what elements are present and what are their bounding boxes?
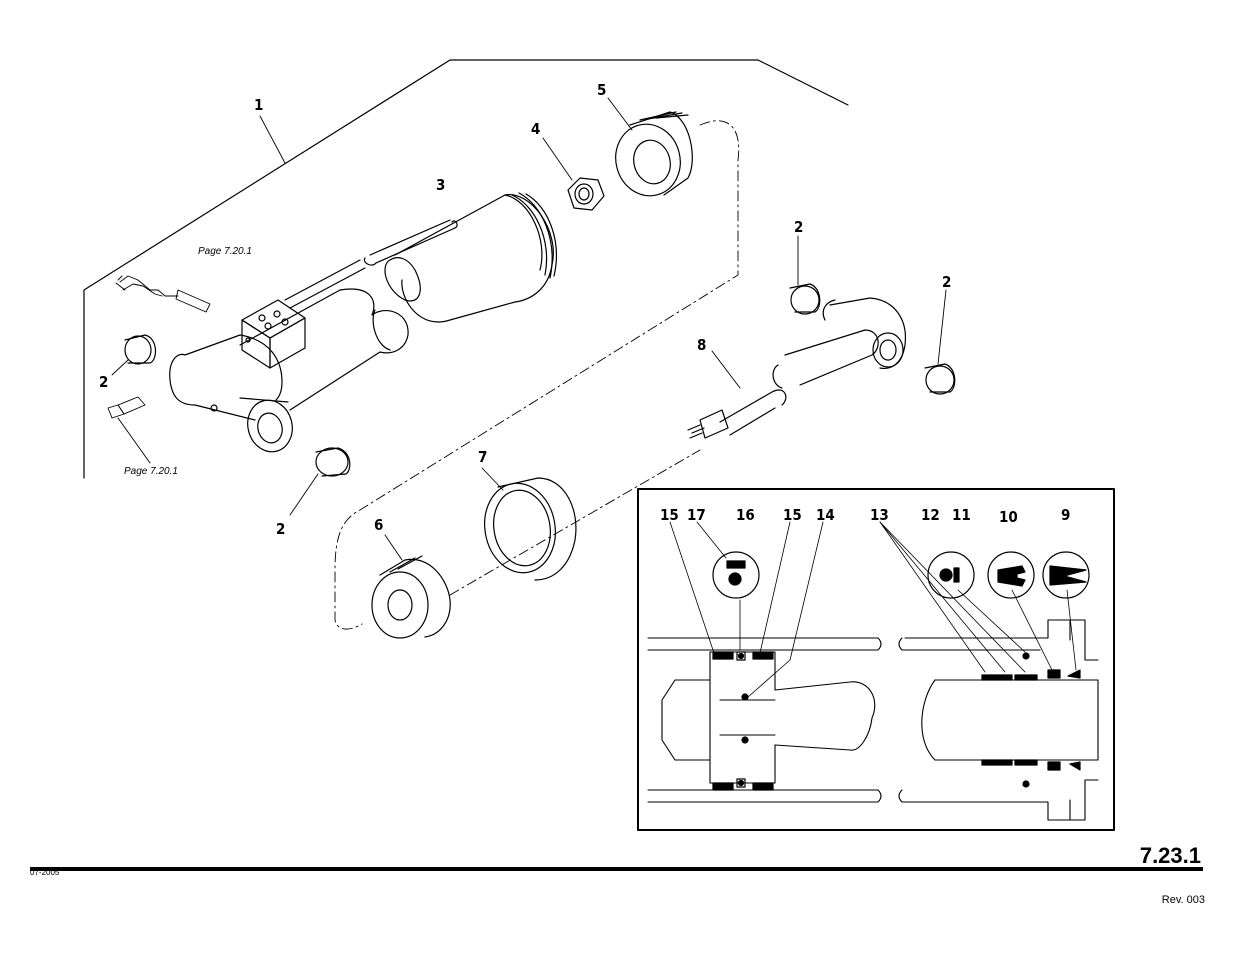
callout-7: 7 — [478, 448, 487, 466]
kit-outline-lower — [449, 449, 701, 596]
piston-head — [607, 97, 693, 197]
page-number: 7.23.1 — [1139, 843, 1201, 868]
nut — [542, 137, 605, 211]
callout-16: 16 — [736, 506, 755, 524]
callout-11: 11 — [952, 506, 971, 524]
revision-label: Rev. 003 — [1161, 894, 1205, 906]
lower-tube — [239, 259, 409, 411]
sensor-cable — [115, 275, 211, 313]
kit-outline — [334, 120, 740, 630]
callout-4: 4 — [531, 120, 540, 138]
footer-rule — [30, 867, 1203, 871]
bushing-right — [924, 289, 956, 395]
bushing-right-top — [789, 235, 821, 315]
callout-8: 8 — [697, 336, 706, 354]
bushing-lower — [289, 447, 351, 516]
callout-2: 2 — [276, 520, 285, 538]
callout-2: 2 — [794, 218, 803, 236]
reference-bottom: Page 7.20.1 — [124, 466, 178, 477]
rear-clevis — [169, 334, 293, 453]
callout-17: 17 — [687, 506, 706, 524]
callout-10: 10 — [999, 508, 1018, 526]
callout-14: 14 — [816, 506, 835, 524]
callout-15: 15 — [783, 506, 802, 524]
rod-clevis — [822, 297, 907, 370]
piston — [371, 534, 451, 639]
callout-1: 1 — [254, 96, 263, 114]
port-block — [241, 299, 306, 369]
callout-15: 15 — [660, 506, 679, 524]
barrel — [363, 192, 557, 323]
assembly-bracket — [83, 59, 849, 479]
callout-9: 9 — [1061, 506, 1070, 524]
callout-3: 3 — [436, 176, 445, 194]
callout-2: 2 — [99, 373, 108, 391]
callout-2: 2 — [942, 273, 951, 291]
bushing-left — [111, 334, 156, 376]
callout-13: 13 — [870, 506, 889, 524]
reference-top: Page 7.20.1 — [198, 246, 252, 257]
callout-5: 5 — [597, 81, 606, 99]
seal-detail-inset — [637, 488, 1115, 831]
footer-date: 07-2005 — [30, 868, 60, 877]
lower-sensor — [107, 396, 151, 464]
piston-rod — [687, 329, 879, 439]
callout-labels: 1 2 2 2 2 3 4 5 6 7 8 15 17 16 15 14 13 … — [99, 81, 1070, 538]
gland — [481, 467, 577, 581]
callout-12: 12 — [921, 506, 940, 524]
callout-6: 6 — [374, 516, 383, 534]
